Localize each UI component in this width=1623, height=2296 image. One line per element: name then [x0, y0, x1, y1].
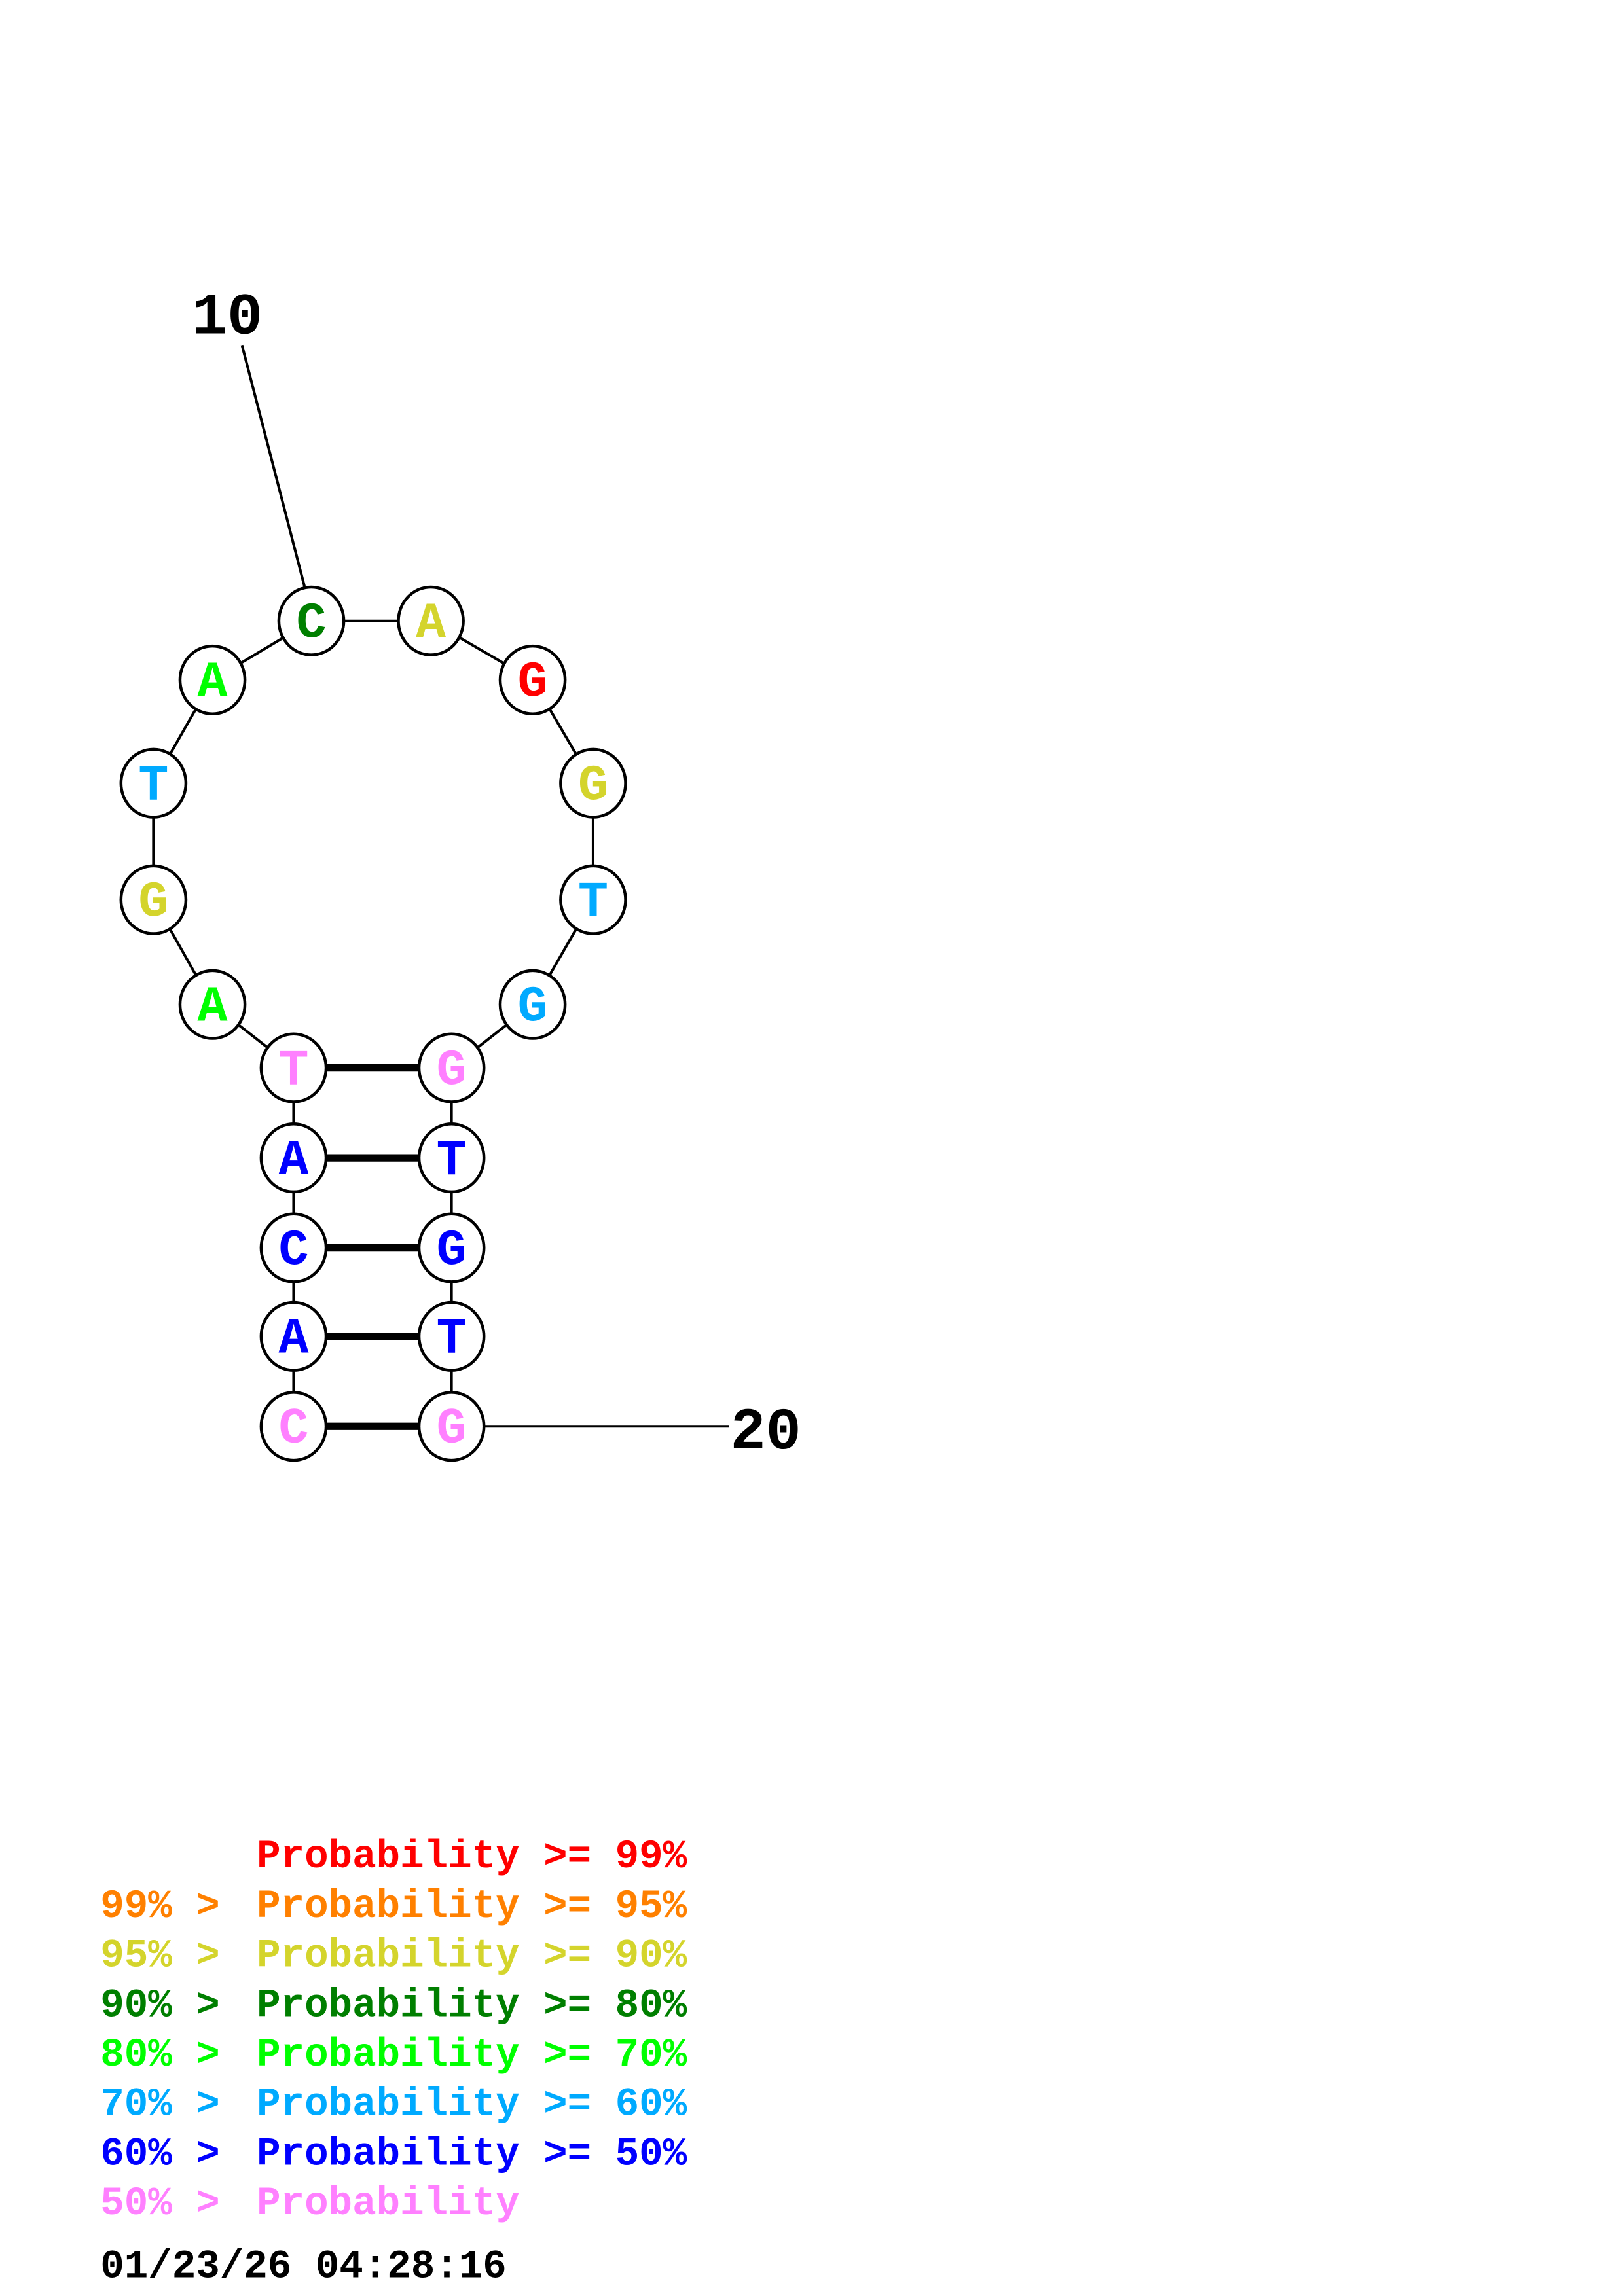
legend-row: 90% > Probability >= 80% [100, 1983, 687, 2028]
nucleotide-base: T [437, 1312, 467, 1369]
legend-row: 50% > Probability [100, 2181, 519, 2227]
nucleotide-base: G [518, 655, 548, 712]
nucleotide: T [559, 864, 627, 935]
legend-prefix: 70% > [100, 2083, 244, 2128]
nucleotide-base: G [437, 1043, 467, 1100]
legend-row: 80% > Probability >= 70% [100, 2033, 687, 2078]
nucleotide: G [498, 969, 567, 1040]
nucleotide-circle [498, 969, 567, 1040]
nucleotide-circle [559, 747, 627, 819]
nucleotide-circle [498, 644, 567, 716]
probability-legend: Probability >= 99%99% > Probability >= 9… [100, 1835, 687, 2227]
legend-row: 99% > Probability >= 95% [100, 1884, 687, 1929]
legend-row: 60% > Probability >= 50% [100, 2132, 687, 2177]
timestamp: 01/23/26 04:28:16 [100, 2245, 507, 2290]
nucleotide-base: G [437, 1223, 467, 1280]
legend-row: 95% > Probability >= 90% [100, 1934, 687, 1979]
nucleotide: G [417, 1032, 486, 1103]
nucleotide-circle [259, 1032, 328, 1103]
nucleotide-circle [417, 1032, 486, 1103]
nucleotide-base: A [278, 1312, 308, 1369]
nucleotide-base: G [518, 980, 548, 1037]
legend-text: Probability >= 70% [257, 2033, 687, 2078]
nucleotide-circle [259, 1300, 328, 1372]
nucleotide: T [119, 747, 188, 819]
legend-prefix: 80% > [100, 2033, 244, 2078]
nucleotide-circle [178, 644, 247, 716]
nucleotide: C [259, 1212, 328, 1283]
nucleotide: C [277, 585, 346, 656]
nucleotide-circle [259, 1122, 328, 1194]
nucleotide-base: A [198, 655, 228, 712]
nucleotide: G [417, 1391, 486, 1462]
nucleotide-circle [417, 1391, 486, 1462]
nucleotide-circle [559, 864, 627, 935]
legend-prefix: 50% > [100, 2181, 244, 2227]
nucleotide-circle [119, 864, 188, 935]
nucleotide-base: C [297, 596, 327, 653]
nucleotide-base: C [278, 1223, 308, 1280]
nucleotide-base: G [138, 875, 168, 932]
legend-text: Probability >= 90% [257, 1934, 687, 1979]
legend-text: Probability >= 50% [257, 2132, 687, 2177]
nucleotide-circle [417, 1300, 486, 1372]
nucleotide-circle [259, 1212, 328, 1283]
nucleotide-circle [178, 969, 247, 1040]
legend-row: Probability >= 99% [257, 1835, 687, 1880]
nucleotide-circle [119, 747, 188, 819]
start-tail-line [240, 344, 307, 590]
nucleotide: A [259, 1300, 328, 1372]
nucleotide-base: G [437, 1401, 467, 1458]
legend-prefix: 90% > [100, 1983, 244, 2028]
nucleotide-circle [417, 1122, 486, 1194]
nucleotide: T [417, 1300, 486, 1372]
nucleotide-circle [277, 585, 346, 656]
nucleotide-base: A [416, 596, 446, 653]
legend-text: Probability [257, 2181, 520, 2227]
legend-text: Probability >= 95% [257, 1884, 687, 1929]
nucleotide: G [498, 644, 567, 716]
legend-text: Probability >= 60% [257, 2083, 687, 2128]
nucleotide-base: A [278, 1133, 308, 1190]
nucleotide-base: T [578, 875, 608, 932]
nucleotide: A [397, 585, 465, 656]
legend-prefix: 95% > [100, 1934, 244, 1979]
start-position-label: 10 [192, 285, 263, 351]
legend-row: 70% > Probability >= 60% [100, 2083, 687, 2128]
legend-text: Probability >= 99% [257, 1835, 687, 1880]
nucleotide: G [417, 1212, 486, 1283]
nucleotide-base: G [578, 758, 608, 815]
nucleotide: C [259, 1391, 328, 1462]
nucleotide-base: C [278, 1401, 308, 1458]
nucleotide: G [559, 747, 627, 819]
nucleotide: A [178, 969, 247, 1040]
legend-prefix: 60% > [100, 2132, 244, 2177]
nucleotide-circle [397, 585, 465, 656]
nucleotide: G [119, 864, 188, 935]
nucleotide-base: T [138, 758, 168, 815]
nucleotide: A [178, 644, 247, 716]
nucleotide-circle [417, 1212, 486, 1283]
nucleotide: T [417, 1122, 486, 1194]
nucleotide-base: T [278, 1043, 308, 1100]
legend-prefix: 99% > [100, 1884, 244, 1929]
nucleotide-base: A [198, 980, 228, 1037]
nucleotide-base: T [437, 1133, 467, 1190]
nucleotide-circle [259, 1391, 328, 1462]
nucleotide: T [259, 1032, 328, 1103]
end-position-label: 20 [731, 1400, 801, 1467]
nucleotide: A [259, 1122, 328, 1194]
legend-text: Probability >= 80% [257, 1983, 687, 2028]
